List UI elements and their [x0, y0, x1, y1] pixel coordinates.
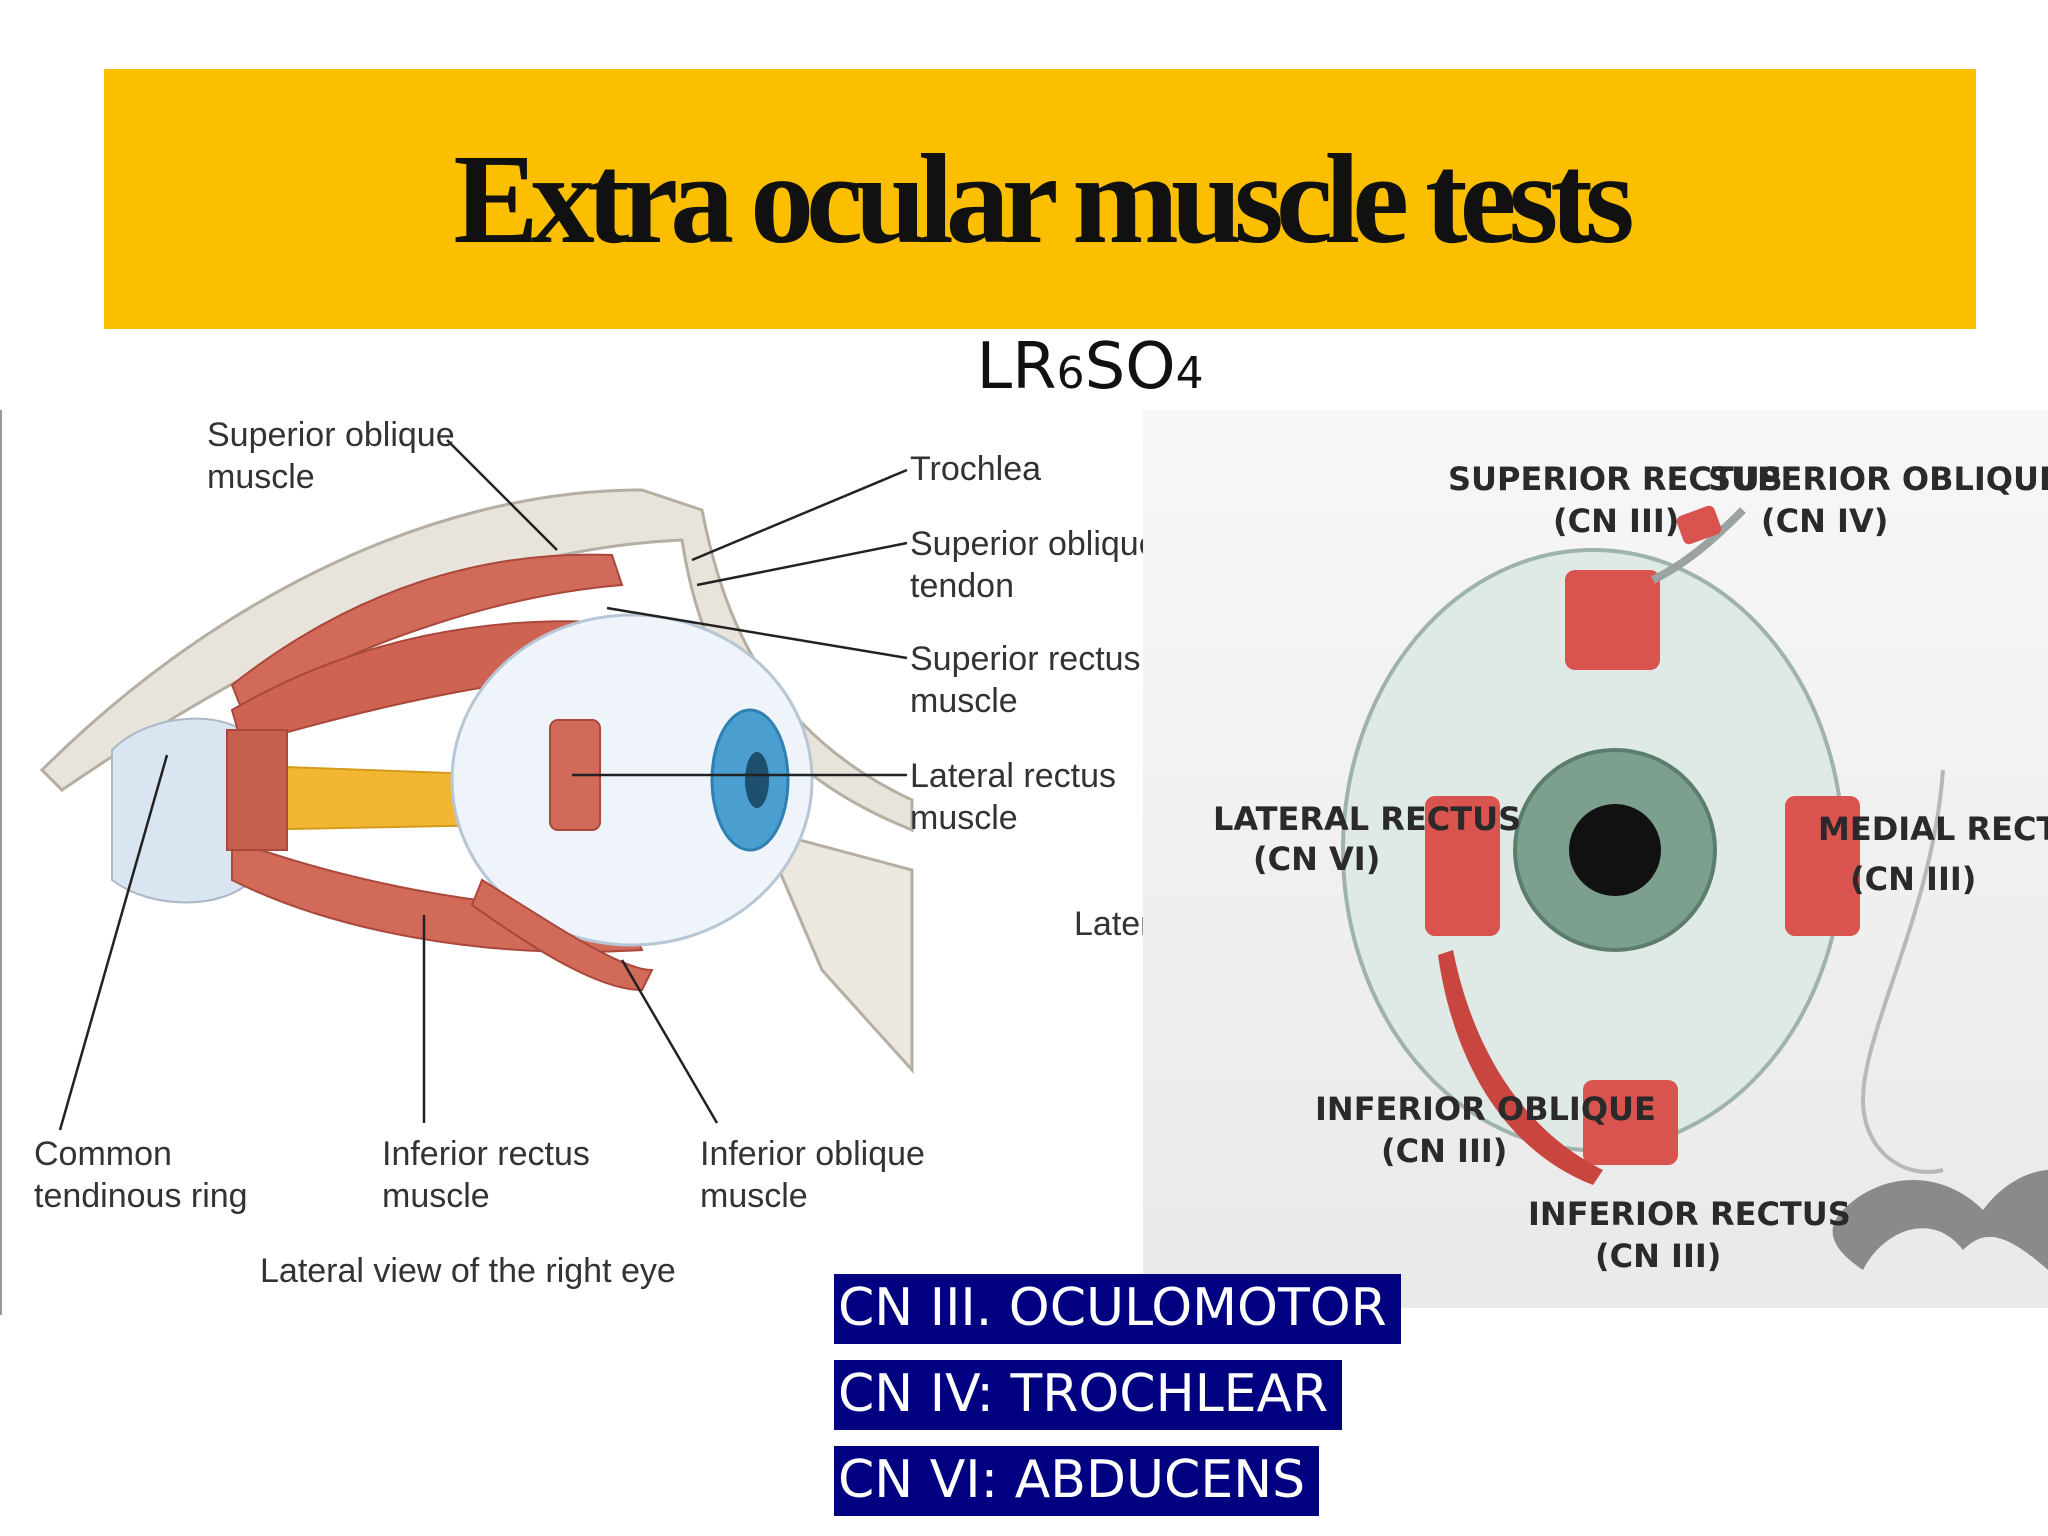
- medial-rectus-band: [1785, 796, 1860, 936]
- lateral-view-diagram: Superior oblique muscle Trochlea Superio…: [0, 410, 1145, 1315]
- eyeball: [450, 613, 814, 947]
- frontal-view-diagram: SUPERIOR RECTUS (CN III) SUPERIOR OBLIQU…: [1143, 410, 2048, 1308]
- label-lateral-cut: Latera: [1074, 905, 1145, 943]
- label-medial-rectus-front-2: (CN III): [1850, 860, 1976, 898]
- caption-lateral-view: Lateral view of the right eye: [260, 1252, 676, 1290]
- label-superior-rectus-front-1: SUPERIOR RECTUS: [1448, 460, 1783, 498]
- title-banner: Extra ocular muscle tests: [104, 69, 1976, 329]
- page-title: Extra ocular muscle tests: [453, 127, 1634, 270]
- label-inferior-rectus-1: Inferior rectus: [382, 1135, 590, 1173]
- label-lateral-rectus-front-2: (CN VI): [1253, 840, 1380, 878]
- orbit-floor: [759, 827, 914, 1074]
- pupil-front: [1569, 804, 1661, 896]
- mnemonic-six: 6: [1056, 348, 1085, 399]
- label-common-ring-1: Common: [34, 1135, 172, 1173]
- inferior-oblique-band: [1438, 950, 1603, 1185]
- cn-trochlear: CN IV: TROCHLEAR: [834, 1360, 1343, 1430]
- label-superior-rectus-front-2: (CN III): [1553, 502, 1679, 540]
- cn-oculomotor: CN III. OCULOMOTOR: [834, 1274, 1401, 1344]
- superior-rectus-band: [1565, 570, 1660, 670]
- cranial-nerve-list: CN III. OCULOMOTOR CN IV: TROCHLEAR CN V…: [834, 1274, 1401, 1532]
- label-inferior-rectus-front-2: (CN III): [1595, 1237, 1721, 1275]
- label-inferior-oblique-front-1: INFERIOR OBLIQUE: [1315, 1090, 1656, 1128]
- label-superior-rectus-2: muscle: [910, 682, 1018, 720]
- label-superior-oblique-muscle-1: Superior oblique: [207, 416, 455, 454]
- label-lateral-rectus-front-1: LATERAL RECTUS: [1213, 800, 1521, 838]
- mnemonic: LR6SO4: [0, 330, 2048, 404]
- mnemonic-lr: LR: [976, 330, 1057, 404]
- mnemonic-so: SO: [1084, 330, 1176, 404]
- superior-oblique-tendon-front: [1651, 507, 1746, 584]
- nose-outline: [1860, 769, 1945, 1174]
- label-common-ring-2: tendinous ring: [34, 1177, 248, 1215]
- label-inferior-oblique-front-2: (CN III): [1381, 1132, 1507, 1170]
- label-superior-rectus-1: Superior rectus: [910, 640, 1141, 678]
- label-superior-oblique-front-1: SUPERIOR OBLIQUE: [1708, 460, 2048, 498]
- lateral-rectus-origin: [226, 729, 288, 851]
- label-superior-oblique-front-2: (CN IV): [1761, 502, 1888, 540]
- inferior-rectus-band: [1583, 1080, 1678, 1165]
- mnemonic-four: 4: [1175, 348, 1204, 399]
- superior-oblique-cut: [1676, 505, 1722, 545]
- label-inferior-oblique-1: Inferior oblique: [700, 1135, 925, 1173]
- label-superior-oblique-tendon-1: Superior oblique: [910, 525, 1145, 563]
- label-inferior-rectus-front-1: INFERIOR RECTUS: [1528, 1195, 1851, 1233]
- lateral-rectus-band: [1425, 796, 1500, 936]
- label-lateral-rectus-1: Lateral rectus: [910, 757, 1116, 795]
- mustache-shape: [1832, 1170, 2048, 1270]
- inferior-oblique-shape: [470, 878, 654, 992]
- cn-abducens: CN VI: ABDUCENS: [834, 1446, 1320, 1516]
- label-superior-oblique-tendon-2: tendon: [910, 567, 1014, 605]
- pupil: [745, 752, 769, 808]
- label-inferior-rectus-2: muscle: [382, 1177, 490, 1215]
- label-lateral-rectus-2: muscle: [910, 799, 1018, 837]
- label-superior-oblique-muscle-2: muscle: [207, 458, 315, 496]
- label-inferior-oblique-2: muscle: [700, 1177, 808, 1215]
- label-trochlea: Trochlea: [910, 450, 1041, 488]
- label-medial-rectus-front-1: MEDIAL RECTUS: [1818, 810, 2048, 848]
